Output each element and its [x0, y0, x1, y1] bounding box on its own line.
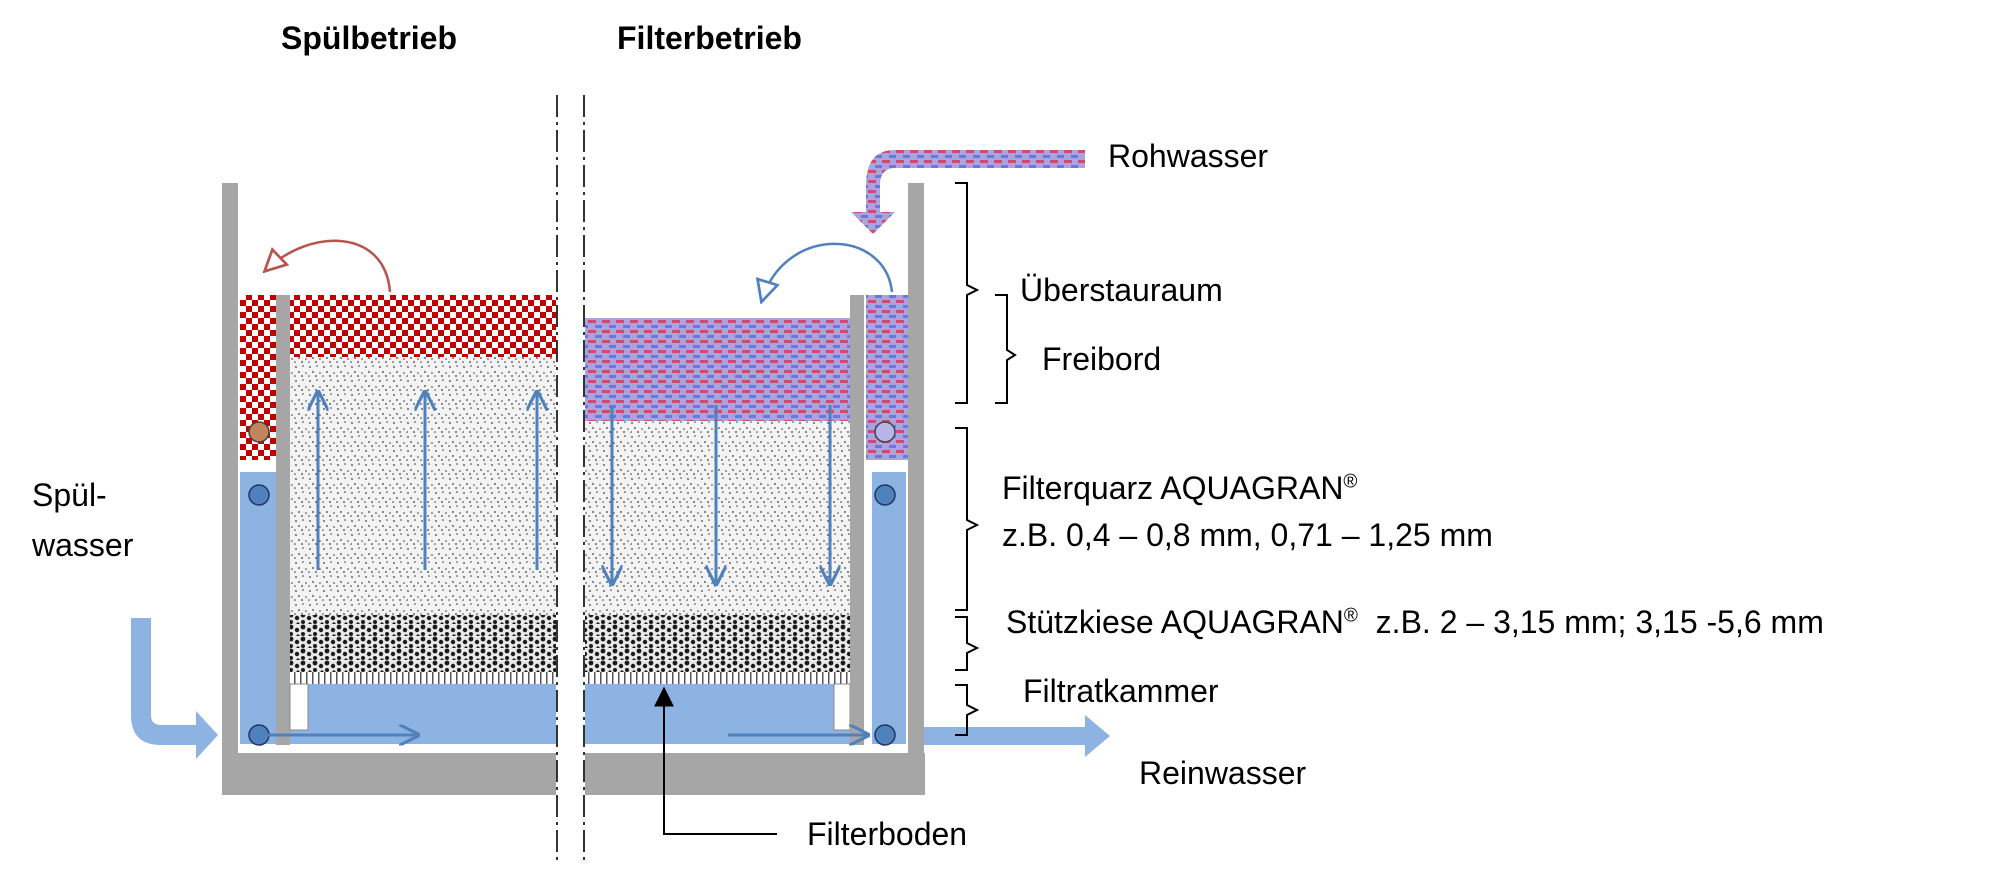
- spuelwasser-inflow-arrow: [131, 618, 218, 759]
- label-filterquarz-sizes: z.B. 0,4 – 0,8 mm, 0,71 – 1,25 mm: [1002, 517, 1493, 553]
- right-chamber-support: [833, 683, 851, 731]
- right-channel-blue: [872, 472, 906, 744]
- right-floor: [585, 753, 925, 795]
- label-filterquarz: Filterquarz AQUAGRAN®: [1002, 470, 1357, 506]
- label-stuetzkiese: Stützkiese AQUAGRAN® z.B. 2 – 3,15 mm; 3…: [1006, 604, 1824, 640]
- left-filter-floor: [290, 672, 556, 684]
- left-channel-wall: [276, 295, 290, 745]
- label-stuetzkiese-name: Stützkiese AQUAGRAN: [1006, 604, 1344, 640]
- left-overflow-arrow: [266, 239, 392, 293]
- registered-mark-stuetzkiese: ®: [1343, 605, 1358, 627]
- raw-water-inflow-arrow: [851, 150, 1085, 234]
- right-overflow-arrow: [762, 242, 894, 300]
- left-channel-port-dirty: [248, 421, 270, 443]
- right-channel-port-raw: [874, 421, 896, 443]
- right-raw-water: [585, 318, 850, 421]
- bracket-freibord: [995, 294, 1017, 404]
- bracket-filterquarz: [955, 427, 980, 611]
- label-spuelwasser-line1: Spül-: [32, 477, 107, 513]
- bracket-ueberstauraum: [955, 182, 980, 404]
- label-filterboden: Filterboden: [807, 816, 968, 852]
- bracket-stuetzkiese: [955, 616, 980, 671]
- right-channel-port-upper: [874, 484, 896, 506]
- label-filtratkammer: Filtratkammer: [1023, 673, 1219, 709]
- label-spuelwasser-line2: wasser: [32, 527, 134, 563]
- label-ueberstauraum: Überstauraum: [1020, 272, 1223, 308]
- right-support-gravel: [585, 615, 850, 672]
- label-filterquarz-name: Filterquarz AQUAGRAN: [1002, 470, 1344, 506]
- right-channel-wall: [850, 295, 864, 745]
- right-channel-port-lower: [874, 724, 896, 746]
- left-floor: [222, 753, 556, 795]
- registered-mark-filterquarz: ®: [1343, 471, 1358, 493]
- label-stuetzkiese-sizes: z.B. 2 – 3,15 mm; 3,15 -5,6 mm: [1375, 604, 1824, 640]
- left-dirty-water: [290, 295, 556, 357]
- right-outer-wall: [908, 183, 924, 753]
- header-filterbetrieb: Filterbetrieb: [617, 20, 802, 56]
- left-support-gravel: [290, 615, 556, 672]
- left-chamber-support: [289, 683, 309, 731]
- right-tank: [585, 183, 925, 795]
- left-channel-blue: [240, 472, 276, 744]
- label-rohwasser: Rohwasser: [1108, 138, 1269, 174]
- left-outer-wall: [222, 183, 238, 753]
- left-channel-port-upper: [248, 484, 270, 506]
- label-reinwasser: Reinwasser: [1139, 755, 1307, 791]
- header-spuelbetrieb: Spülbetrieb: [281, 20, 458, 56]
- reinwasser-outflow-arrow: [924, 715, 1110, 757]
- label-freibord: Freibord: [1042, 341, 1162, 377]
- left-sand-bed: [290, 357, 556, 615]
- left-tank: [222, 183, 556, 795]
- bracket-filtratkammer: [955, 684, 980, 736]
- right-filter-floor: [585, 672, 850, 684]
- filterboden-pointer: [654, 686, 777, 835]
